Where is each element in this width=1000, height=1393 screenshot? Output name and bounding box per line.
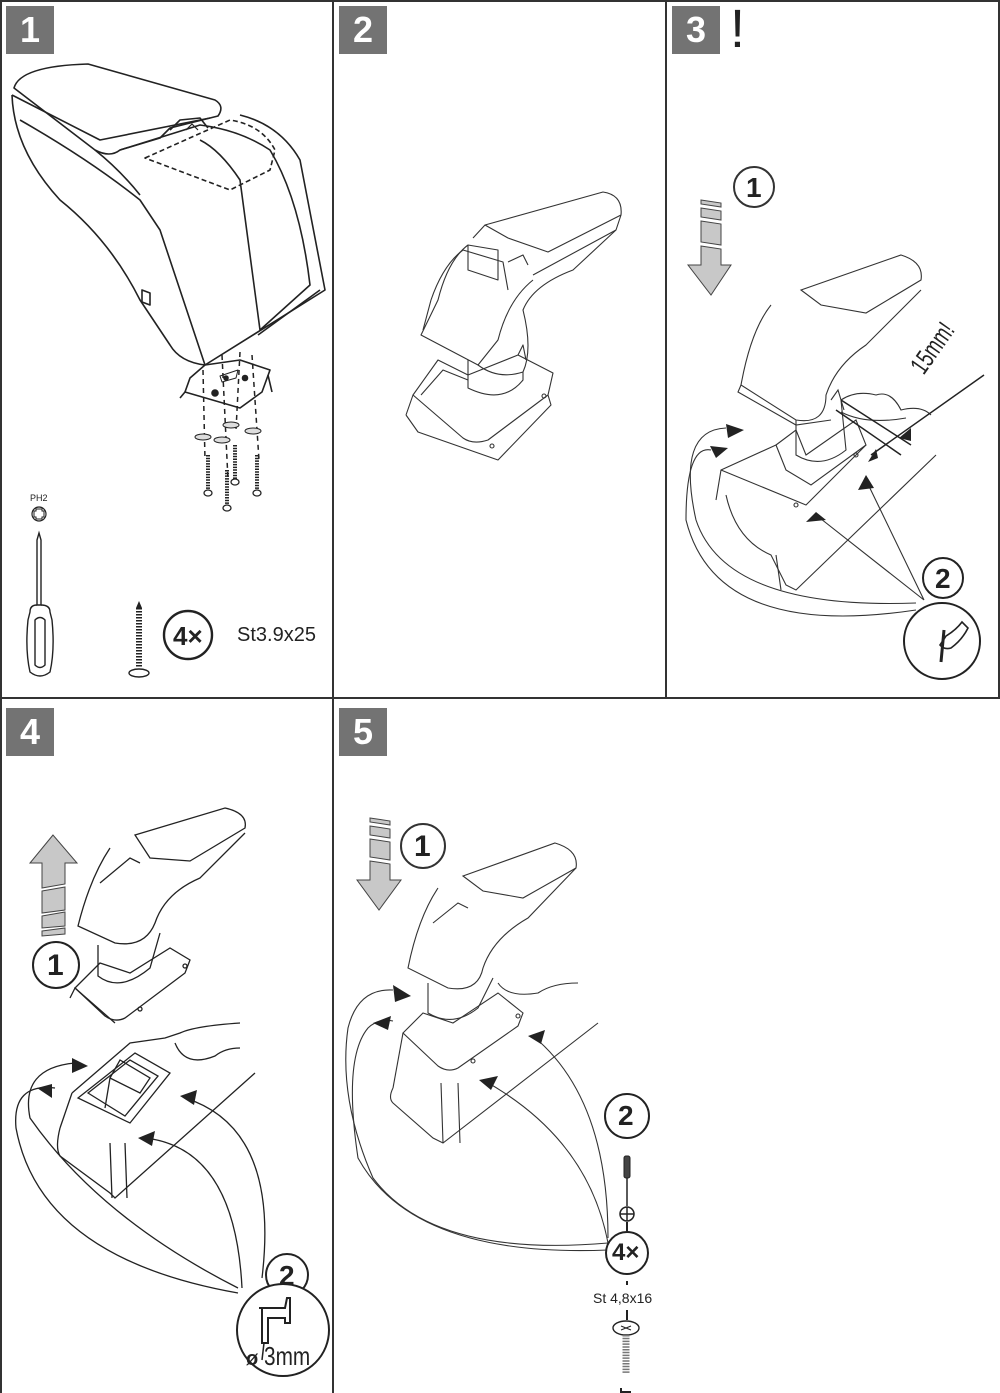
screwdriver-icon — [623, 1155, 631, 1206]
arrow-up-icon — [28, 834, 79, 937]
sub-step-1-label: 1 — [47, 949, 64, 982]
sub-step-1-circle — [733, 166, 775, 208]
step-4-panel: 4 — [0, 698, 333, 1393]
armrest-removal-drawing — [15, 807, 330, 1377]
pen-hand-icon — [939, 620, 969, 663]
sub-step-1-label: 1 — [414, 830, 431, 863]
empty-panel — [666, 698, 1000, 1393]
phillips-head-icon — [619, 1206, 635, 1222]
screw-quantity: 4× — [173, 621, 203, 651]
step-5-panel: 5 — [333, 698, 666, 1393]
screw-spec-label: St 4,8x16 — [593, 1290, 653, 1306]
step-number-badge: 3 — [672, 6, 720, 54]
armrest-placement-drawing — [685, 166, 985, 680]
sub-step-1-label: 1 — [746, 172, 762, 203]
screw-spec-label: St3.9x25 — [237, 624, 316, 646]
sub-step-1-circle — [32, 941, 80, 989]
arrow-down-icon — [686, 199, 732, 296]
wood-screw-icon — [128, 601, 150, 678]
quantity-circle — [605, 1231, 649, 1275]
sub-step-1-circle — [400, 823, 446, 869]
sub-step-2-label: 2 — [618, 1100, 634, 1131]
warning-mark: ! — [730, 0, 746, 59]
screw-quantity: 4× — [612, 1239, 640, 1266]
self-tapping-screw-icon — [612, 1320, 640, 1393]
step-number-badge: 2 — [339, 6, 387, 54]
sub-step-2-label: 2 — [279, 1260, 295, 1291]
step-2-panel: 2 — [333, 0, 666, 698]
sub-step-2-label: 2 — [935, 563, 951, 594]
quantity-circle — [162, 609, 214, 661]
armrest-exploded-drawing — [11, 63, 326, 678]
armrest-assembled-drawing — [405, 191, 622, 461]
drill-icon — [259, 1297, 291, 1361]
step-number-badge: 5 — [339, 708, 387, 756]
phillips-head-icon — [31, 506, 47, 522]
step-number-badge: 1 — [6, 6, 54, 54]
armrest-fixing-drawing — [345, 817, 650, 1393]
arrow-down-icon — [356, 817, 402, 911]
step-1-panel: 1 — [0, 0, 333, 698]
sub-step-2-circle — [922, 557, 964, 599]
tool-size-label: PH2 — [30, 493, 48, 503]
sub-step-2-circle — [604, 1093, 650, 1139]
screwdriver-icon — [26, 530, 54, 677]
diameter-symbol: ø — [246, 1348, 259, 1370]
drill-size-label: 3mm — [264, 1341, 311, 1371]
step-3-panel: 3 ! — [666, 0, 1000, 698]
step-number-badge: 4 — [6, 708, 54, 756]
